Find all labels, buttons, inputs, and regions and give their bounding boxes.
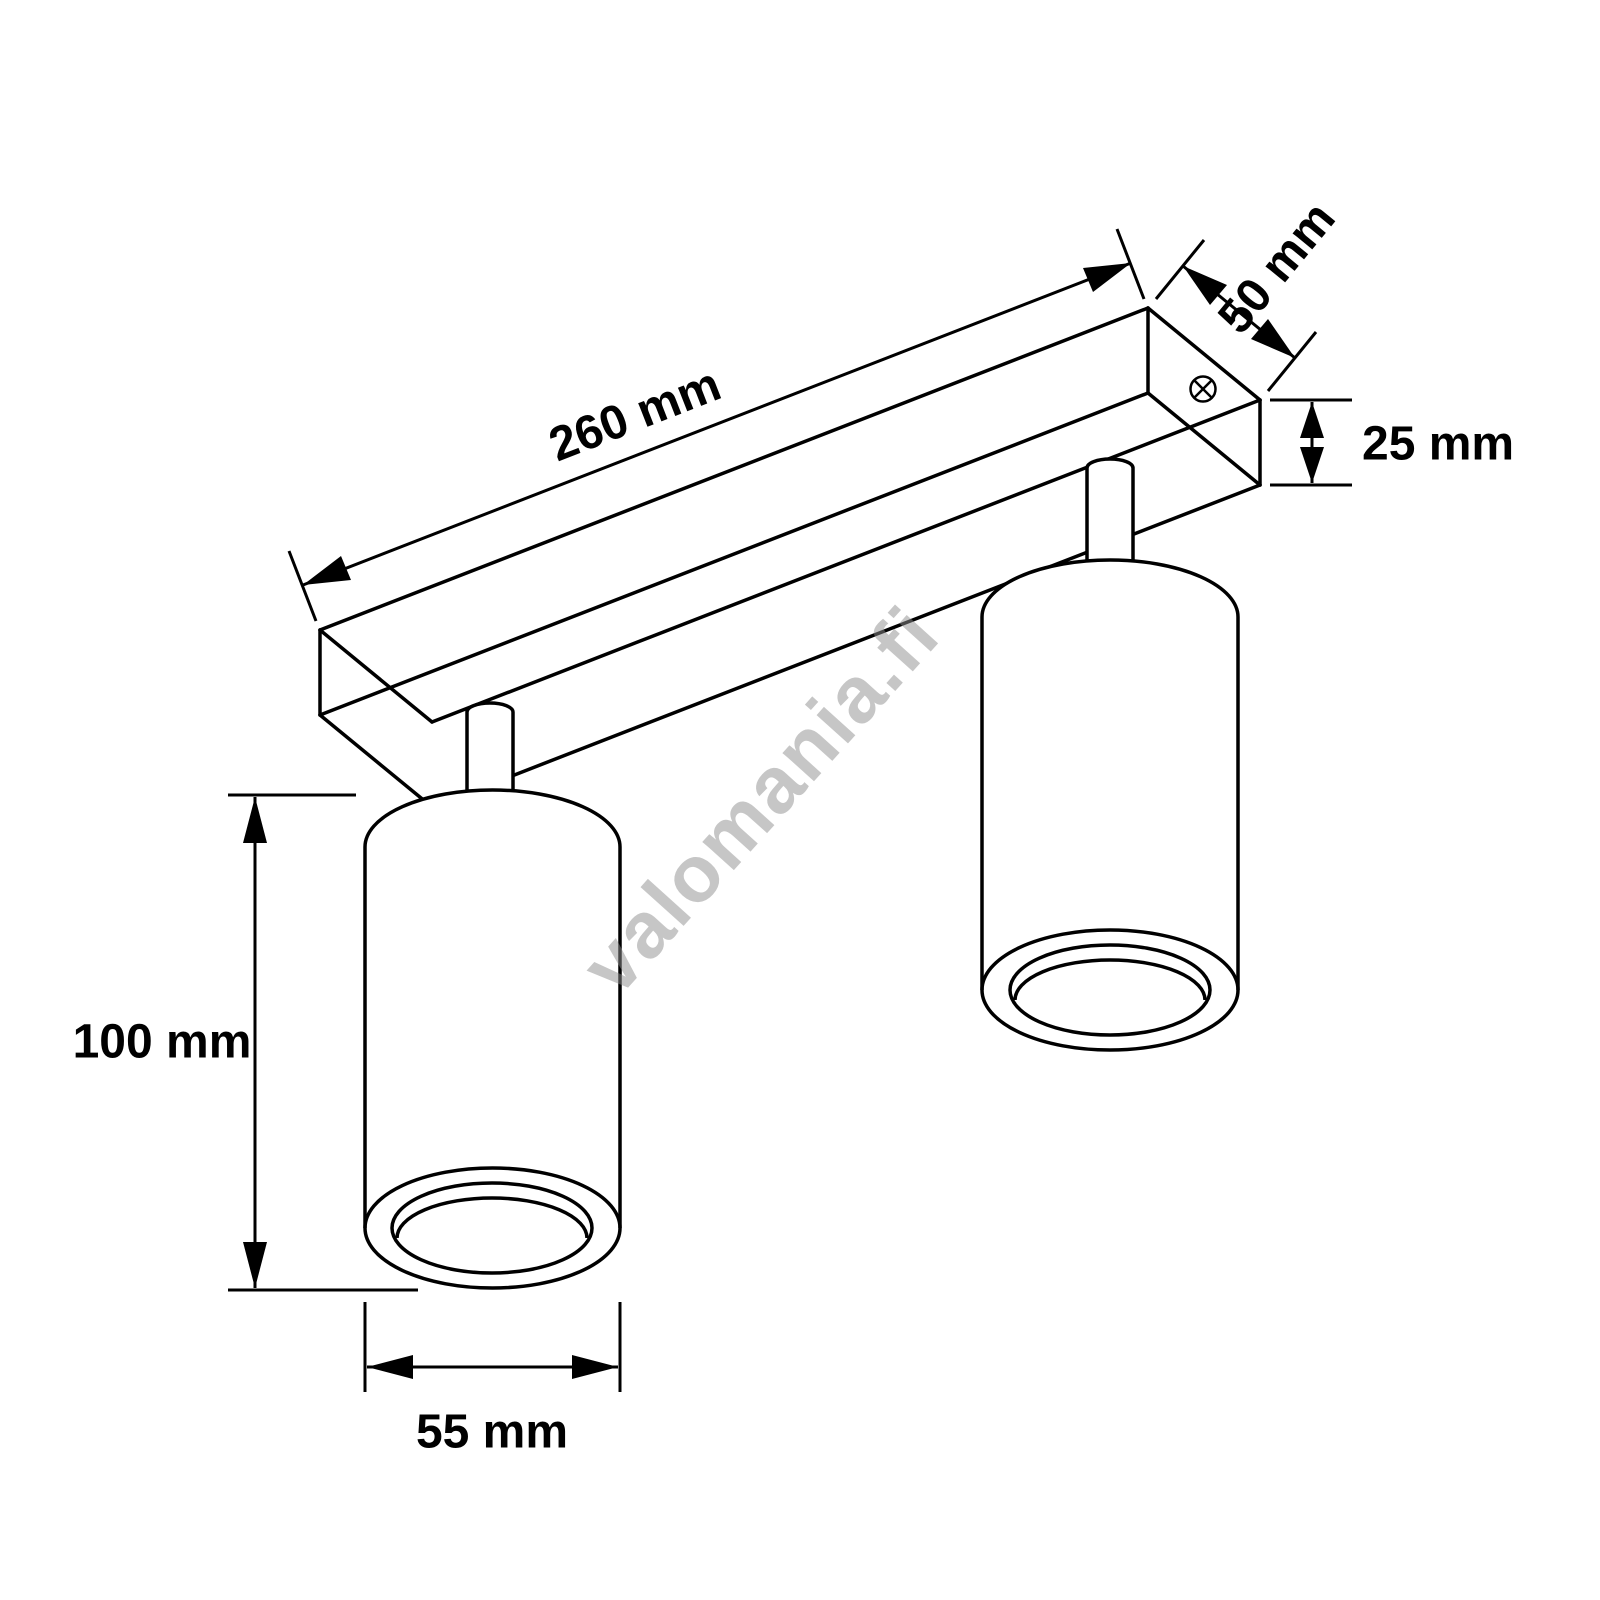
dimension-bar-height: 25 mm [1270, 398, 1514, 487]
arrowhead [1183, 266, 1227, 305]
watermark: valomania.fi [564, 589, 956, 1010]
bar-back-top-edge [430, 398, 1262, 724]
dimension-line [302, 261, 1132, 587]
arrowhead [572, 1355, 618, 1379]
spotlight-left-stem [465, 701, 515, 812]
spot-diameter-label: 55 mm [416, 1406, 568, 1459]
spotlight-right-body [980, 558, 1240, 1052]
bar-depth-label: 50 mm [1208, 192, 1345, 343]
dimension-spot-height: 100 mm [73, 793, 418, 1292]
spotlight-right-recess [1013, 958, 1207, 1001]
bar-bottom-front-edge [318, 391, 1150, 717]
bar-top-right-depth-edge [1146, 306, 1262, 402]
bar-bottom-right-depth-edge [1146, 391, 1262, 487]
extension-line [1266, 331, 1318, 392]
arrowhead [1083, 263, 1131, 292]
bar-top-left-depth-edge [318, 628, 434, 724]
spotlight-left-opening [390, 1181, 594, 1275]
dimension-bar-depth: 50 mm [1154, 192, 1346, 392]
spotlight-left [363, 701, 622, 1290]
spotlight-left-body [363, 788, 622, 1290]
arrowhead [1300, 447, 1324, 483]
arrowhead [243, 797, 267, 843]
bar-bottom-left-depth-edge [318, 713, 434, 809]
arrowhead [1300, 402, 1324, 438]
bar-top-front-edge [318, 306, 1150, 632]
arrowhead [243, 1242, 267, 1288]
spotlight-right [980, 457, 1240, 1052]
arrowhead [303, 556, 351, 585]
extension-line [1154, 239, 1206, 300]
spot-height-label: 100 mm [73, 1016, 252, 1069]
spotlight-left-recess [395, 1196, 589, 1239]
extension-line [287, 550, 318, 622]
spotlight-left-bottom-rim [363, 1166, 622, 1229]
arrowhead [367, 1355, 413, 1379]
dimension-spot-diameter: 55 mm [363, 1302, 622, 1459]
screw-icon [1189, 375, 1217, 403]
spotlight-right-opening [1008, 943, 1212, 1037]
spotlight-right-bottom-rim [980, 928, 1240, 991]
bar-height-label: 25 mm [1362, 418, 1514, 471]
mounting-bar [318, 306, 1262, 809]
arrowhead [1251, 319, 1295, 358]
